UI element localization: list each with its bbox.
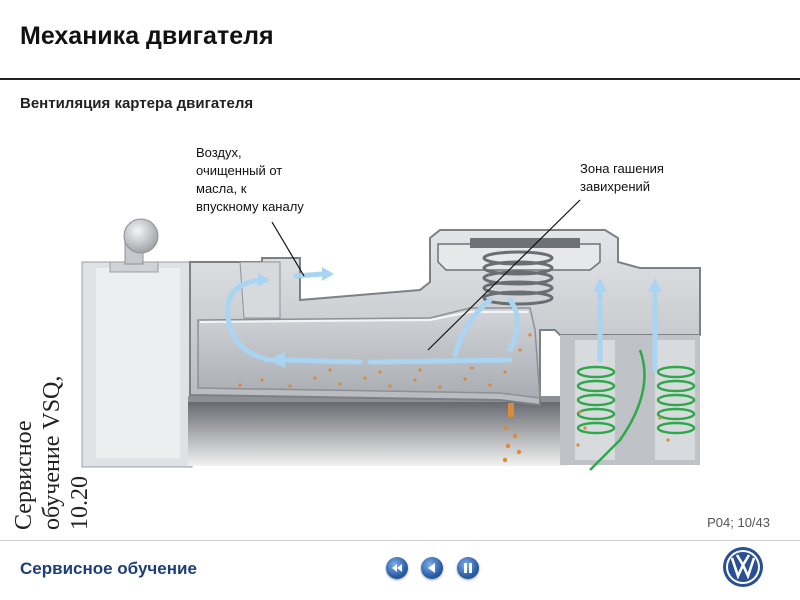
pause-button[interactable]: [457, 557, 479, 579]
pause-icon: [464, 563, 472, 573]
service-training-stamp: Сервисное обучение VSQ, 10.20: [10, 270, 94, 530]
stamp-line: обучение VSQ,: [39, 375, 65, 530]
swirl-zone-callout: Зона гашения завихрений: [580, 160, 710, 196]
air-flow-arrows: [225, 271, 658, 373]
damping-spring: [482, 250, 554, 306]
crankcase: [188, 396, 568, 466]
section-subtitle: Вентиляция картера двигателя: [20, 95, 254, 112]
clean-air-callout-line: масла, к: [196, 181, 247, 196]
oil-droplets: [238, 333, 670, 463]
valve-springs: [560, 335, 700, 471]
page-title: Механика двигателя: [20, 22, 274, 50]
clean-air-leader-line: [271, 221, 305, 277]
stamp-line: Сервисное: [11, 420, 37, 530]
vw-logo: [723, 547, 763, 587]
clean-air-callout-line: очищенный от: [196, 163, 283, 178]
stamp-line: 10.20: [67, 476, 93, 530]
clean-air-callout-line: Воздух,: [196, 145, 242, 160]
swirl-zone-leader-line: [427, 199, 581, 351]
footer-divider: [0, 540, 800, 541]
previous-page-button[interactable]: [421, 557, 443, 579]
swirl-zone-callout-line: Зона гашения: [580, 161, 664, 176]
title-divider: [0, 78, 800, 80]
play-back-icon: [428, 563, 435, 573]
footer-label: Сервисное обучение: [20, 559, 197, 578]
engine-body: [81, 218, 193, 468]
page-indicator: P04; 10/43: [707, 515, 770, 530]
rewind-icon: [392, 564, 402, 572]
swirl-zone-callout-line: завихрений: [580, 179, 651, 194]
clean-air-callout: Воздух, очищенный от масла, к впускному …: [196, 144, 356, 216]
clean-air-callout-line: впускному каналу: [196, 199, 304, 214]
first-page-button[interactable]: [386, 557, 408, 579]
air-arrow-heads: [258, 267, 662, 368]
